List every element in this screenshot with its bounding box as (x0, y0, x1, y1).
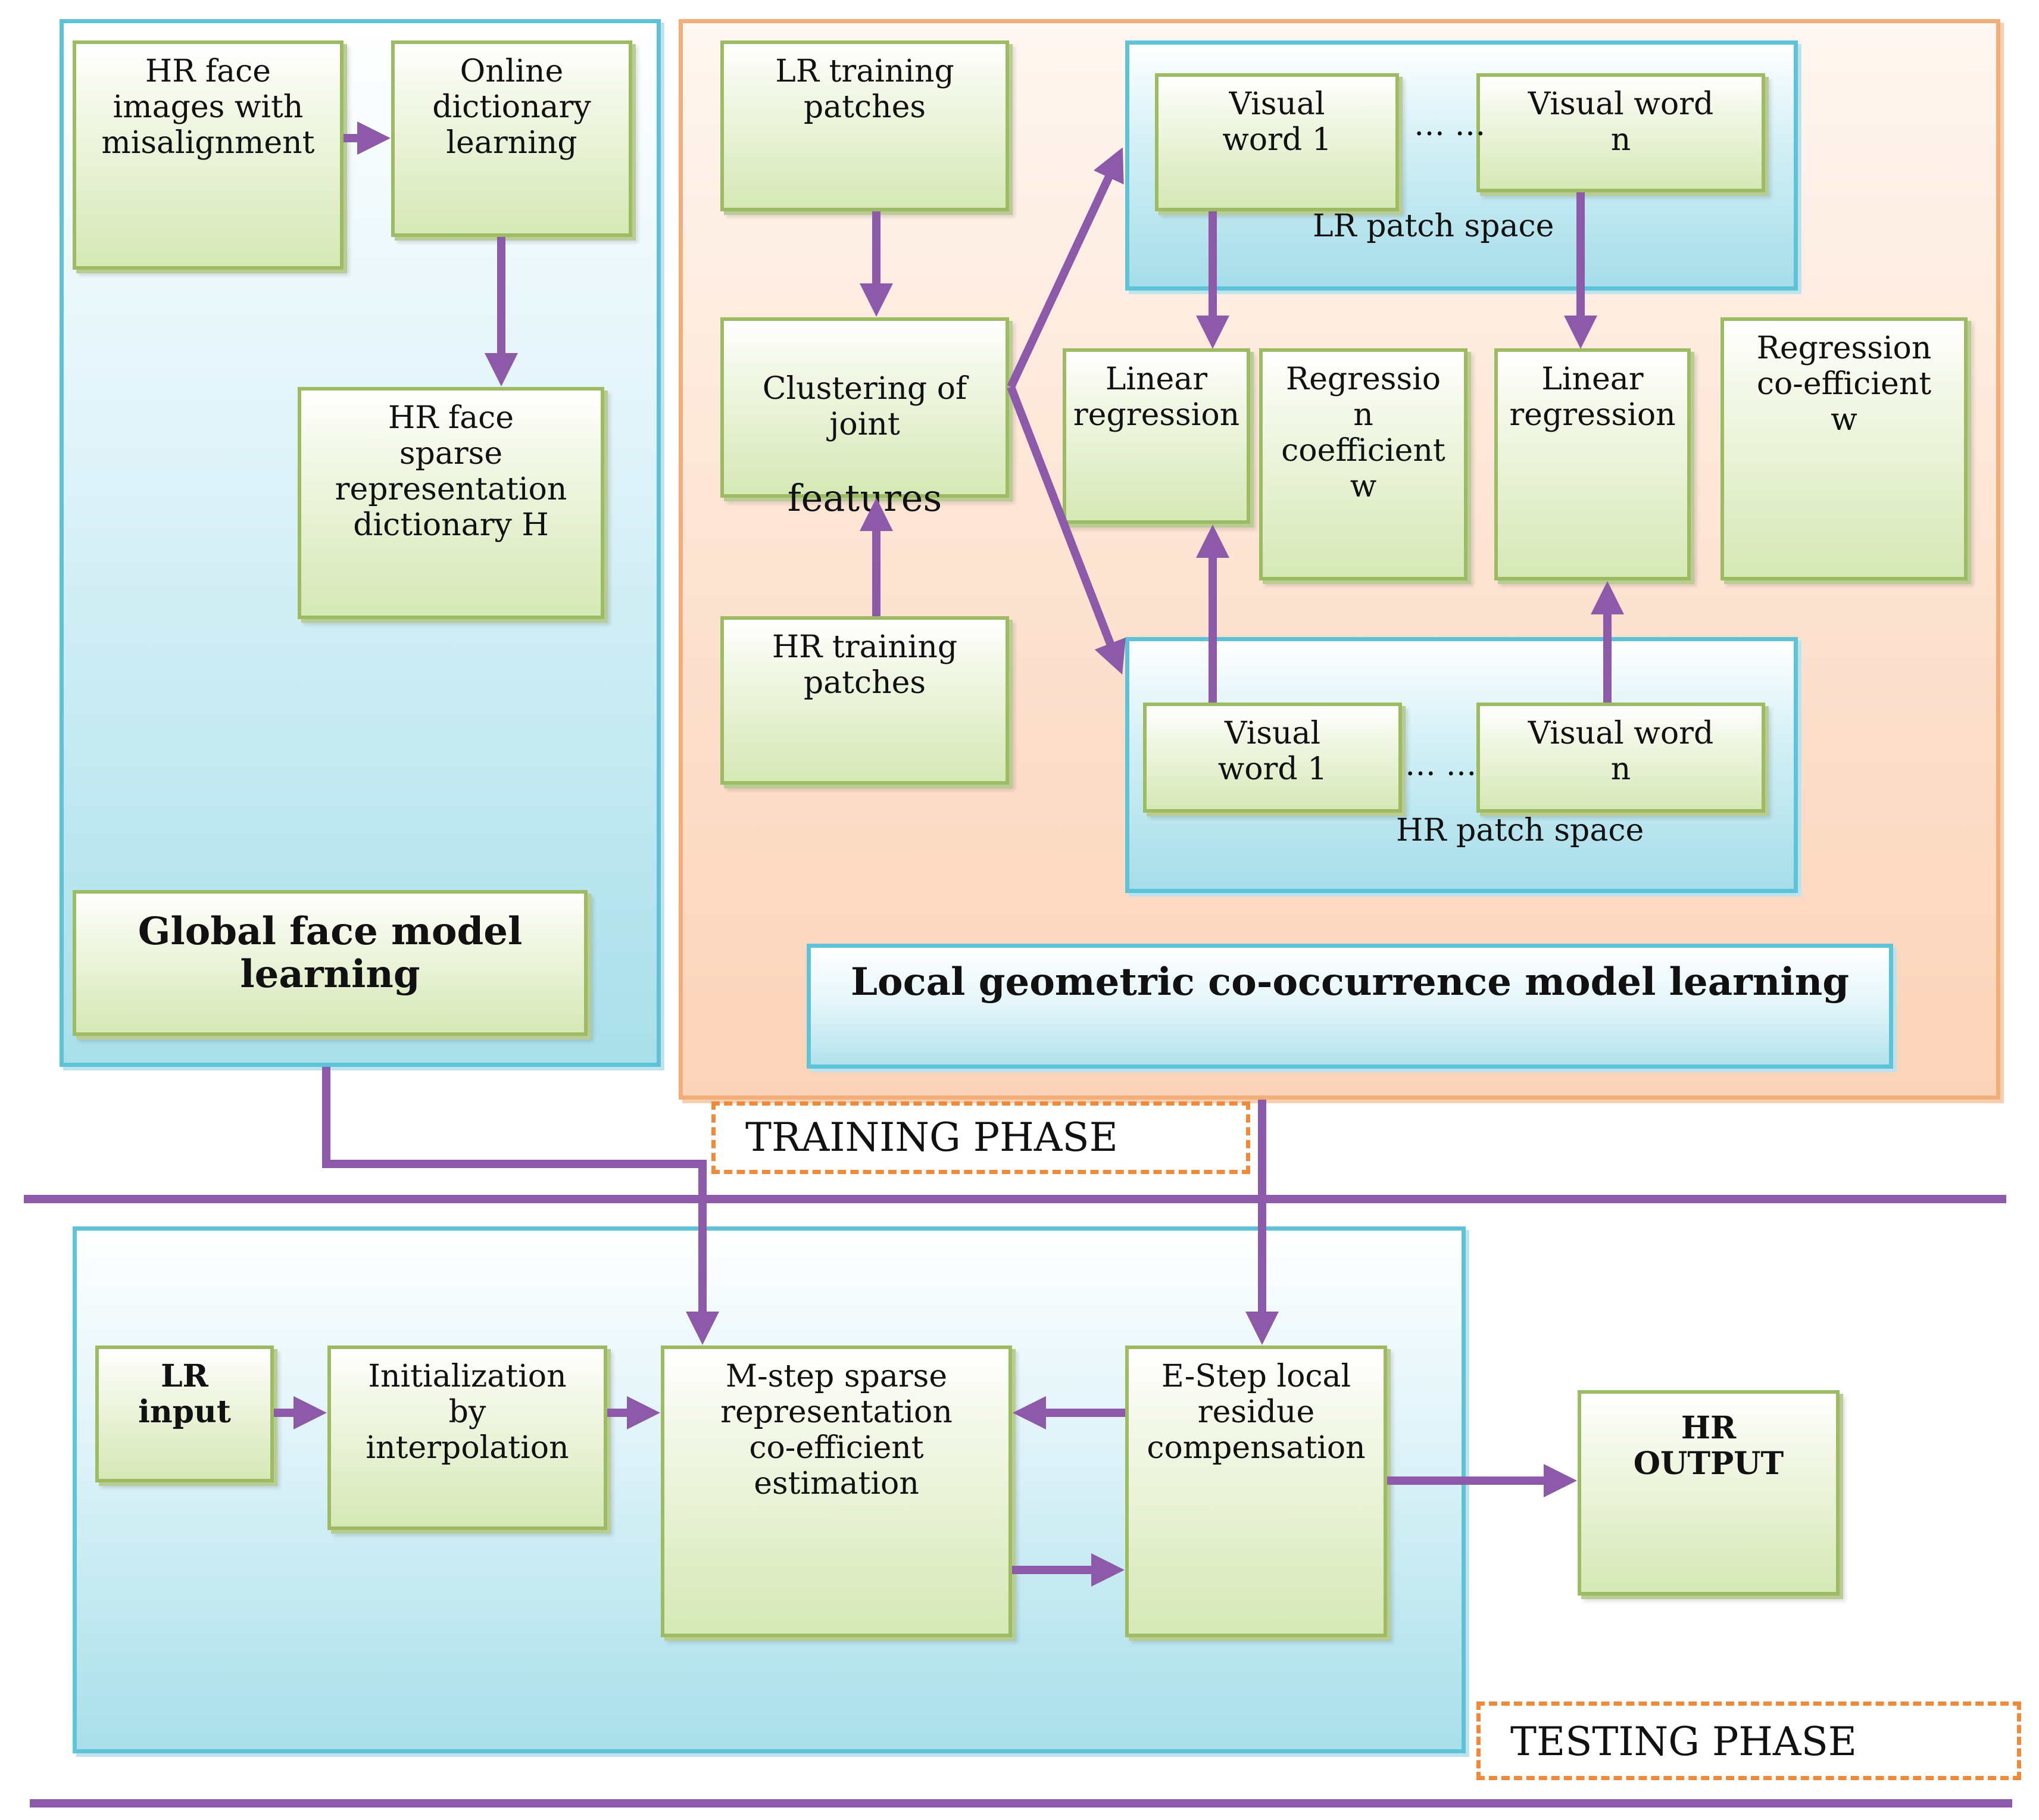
clustering-features-label: features (787, 476, 942, 520)
regression-coefficient-2-box: Regression co-efficient w (1720, 317, 1968, 580)
hr-visual-word-n-box: Visual word n (1476, 703, 1765, 813)
e-step-box: E-Step local residue compensation (1125, 1346, 1387, 1637)
linear-regression-1-box: Linear regression (1063, 348, 1250, 524)
lr-input-box: LR input (95, 1346, 274, 1482)
hr-face-images-box: HR face images with misalignment (73, 40, 344, 270)
phase-divider-top (24, 1195, 2006, 1203)
hr-output-box: HR OUTPUT (1578, 1390, 1840, 1596)
hr-ellipsis: … … (1405, 747, 1477, 783)
global-face-model-title: Global face model learning (73, 890, 588, 1036)
hr-dictionary-box: HR face sparse representation dictionary… (298, 387, 604, 619)
clustering-label: Clustering of joint (762, 371, 967, 442)
initialization-box: Initialization by interpolation (327, 1346, 607, 1530)
training-phase-label: TRAINING PHASE (711, 1101, 1250, 1174)
phase-divider-bottom (30, 1799, 2012, 1807)
hr-patch-space-label: HR patch space (1396, 813, 1644, 848)
local-model-title: Local geometric co-occurrence model lear… (807, 944, 1893, 1069)
lr-training-patches-box: LR training patches (720, 40, 1009, 211)
lr-visual-word-n-box: Visual word n (1476, 73, 1765, 192)
testing-phase-label: TESTING PHASE (1476, 1702, 2021, 1780)
online-dictionary-box: Online dictionary learning (391, 40, 632, 237)
hr-visual-word-1-box: Visual word 1 (1143, 703, 1402, 813)
clustering-box: Clustering of joint features (720, 317, 1009, 519)
m-step-box: M-step sparse representation co-efficien… (661, 1346, 1012, 1637)
lr-patch-space-label: LR patch space (1313, 208, 1554, 244)
linear-regression-2-box: Linear regression (1494, 348, 1691, 580)
hr-training-patches-box: HR training patches (720, 616, 1009, 785)
lr-ellipsis: … … (1414, 107, 1486, 143)
lr-visual-word-1-box: Visual word 1 (1155, 73, 1399, 211)
regression-coefficient-1-box: Regressio n coefficient w (1259, 348, 1467, 580)
